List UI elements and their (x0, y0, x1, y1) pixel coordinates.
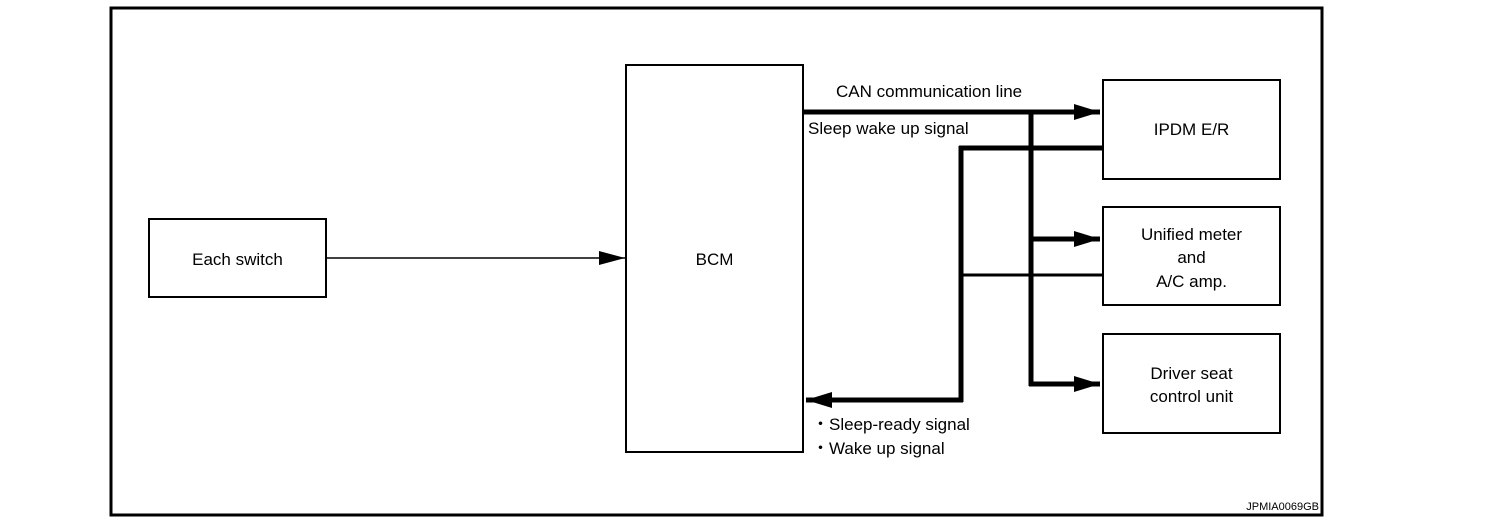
each-switch-block (148, 218, 327, 298)
can-line-label: CAN communication line (836, 82, 1022, 101)
bcm-label: BCM (696, 250, 734, 269)
meter-label-line-1: Unified meter (1141, 225, 1242, 244)
figure-code: JPMIA0069GB (1246, 501, 1319, 513)
diagram-frame (109, 6, 1324, 517)
driver-seat-block (1102, 333, 1281, 434)
wake-up-label: Wake up signal (829, 439, 945, 458)
bcm-block (625, 64, 804, 453)
ipdm-label: IPDM E/R (1154, 120, 1230, 139)
bullet-1: ・ (812, 415, 829, 434)
driver-seat-label-line-2: control unit (1150, 387, 1233, 406)
sleep-wake-label: Sleep wake up signal (808, 119, 969, 138)
driver-seat-label-line-1: Driver seat (1150, 364, 1232, 383)
meter-label-line-3: A/C amp. (1156, 272, 1227, 291)
meter-block (1102, 206, 1281, 306)
ipdm-block (1102, 79, 1281, 180)
sleep-ready-label: Sleep-ready signal (829, 415, 970, 434)
meter-label-line-2: and (1177, 248, 1205, 267)
bullet-2: ・ (812, 439, 829, 458)
each-switch-label: Each switch (192, 250, 283, 269)
